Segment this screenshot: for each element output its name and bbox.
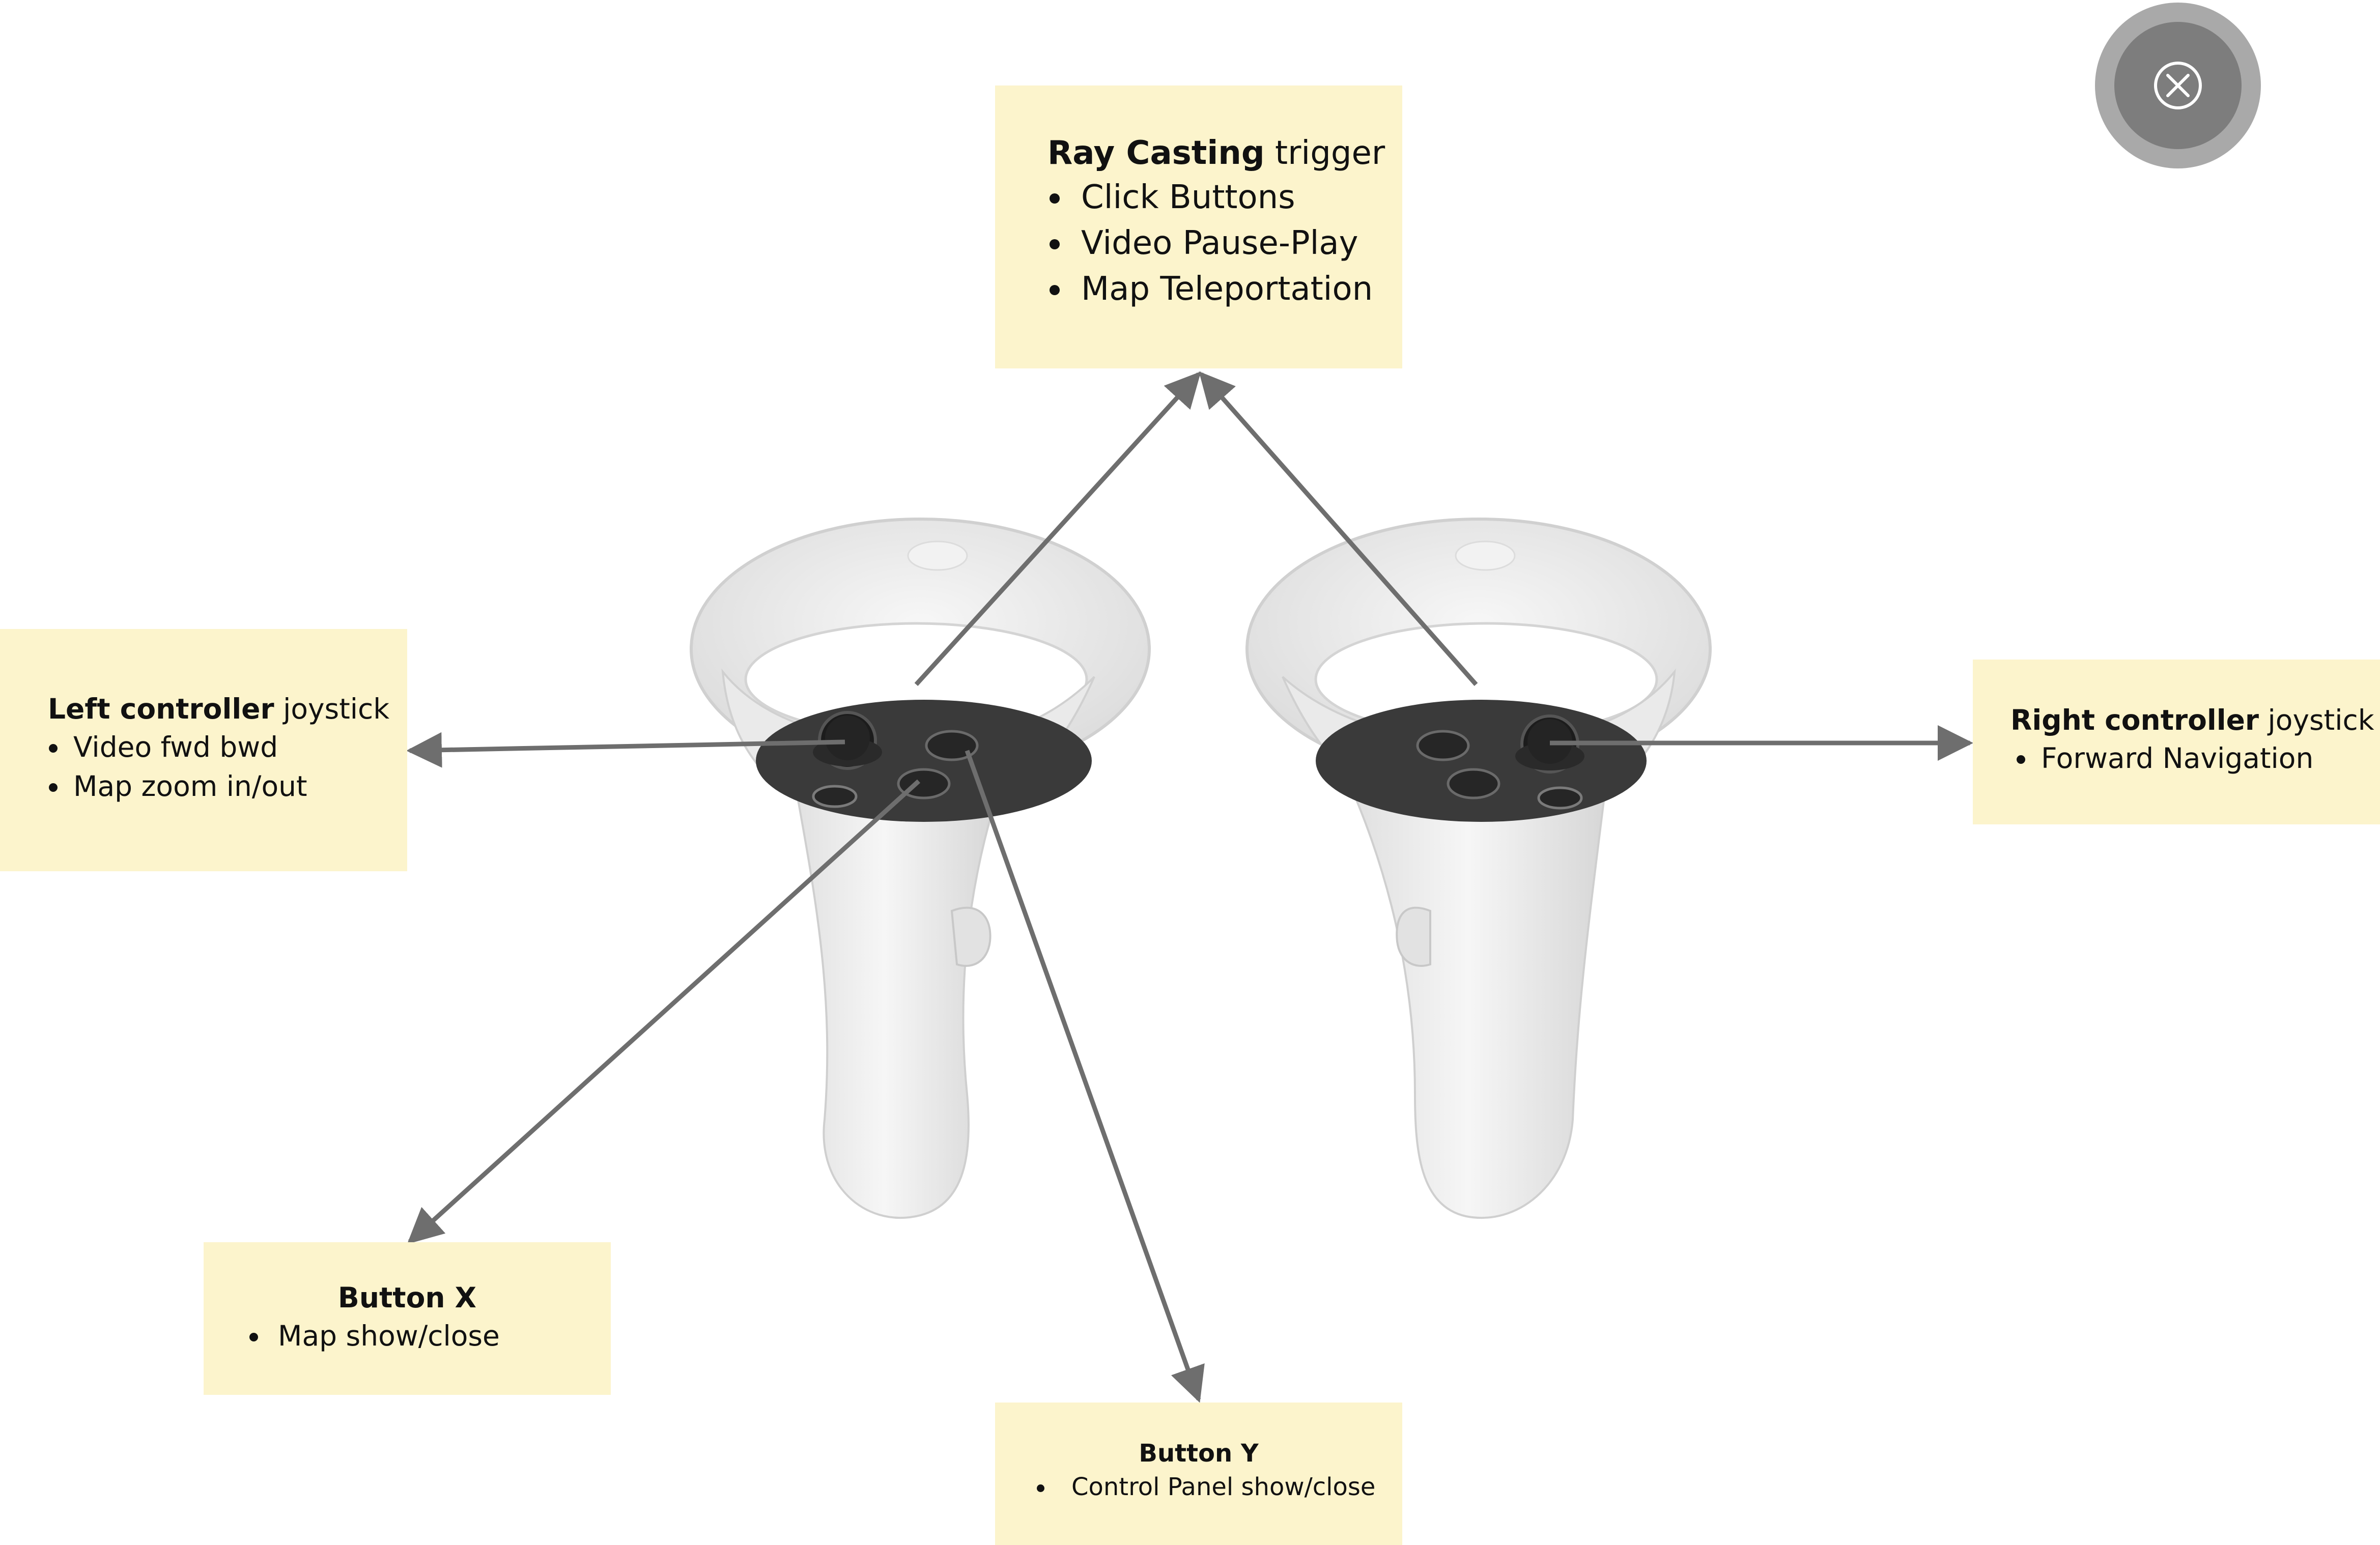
right-controller-handle (1352, 762, 1610, 1219)
list-item: Video Pause-Play (1047, 221, 1402, 267)
list-item: Forward Navigation (2010, 739, 2380, 778)
left-menu-button (812, 785, 858, 808)
right-joystick-title: Right controller joystick (2010, 704, 2374, 736)
ray-casting-title: Ray Casting trigger (1047, 134, 1385, 172)
list-item: Map Teleportation (1047, 267, 1402, 312)
left-controller-grip-button (950, 906, 991, 967)
close-button-inner (2114, 22, 2242, 149)
ray-casting-list: Click Buttons Video Pause-Play Map Telep… (1047, 175, 1402, 312)
right-controller (1245, 518, 1712, 1219)
ray-casting-note: Ray Casting trigger Click Buttons Video … (995, 85, 1402, 368)
arrow-button-y (965, 750, 1205, 1403)
button-x-note: Button X Map show/close (204, 1242, 611, 1395)
list-item: Map show/close (249, 1317, 611, 1356)
list-item: Map zoom in/out (48, 767, 407, 806)
left-controller-handle (790, 762, 999, 1219)
close-circle-icon (2154, 62, 2202, 109)
left-joystick-title: Left controller joystick (48, 693, 390, 725)
button-x-list: Map show/close (204, 1317, 611, 1356)
right-joystick-list: Forward Navigation (2010, 739, 2380, 778)
right-controller-grip-button (1396, 906, 1431, 967)
right-controller-face (1316, 700, 1647, 822)
button-y-note: Button Y Control Panel show/close (995, 1403, 1402, 1545)
arrow-left-joystick (406, 732, 845, 768)
left-joystick-note: Left controller joystick Video fwd bwd M… (0, 629, 407, 871)
callout-arrows (406, 371, 1973, 1403)
close-button[interactable] (2095, 3, 2261, 168)
left-controller-face (756, 700, 1092, 822)
list-item: Control Panel show/close (1037, 1470, 1402, 1504)
right-button-b (1416, 730, 1470, 761)
right-joystick-note: Right controller joystick Forward Naviga… (1973, 660, 2380, 824)
left-button-y (925, 730, 979, 761)
list-item: Video fwd bwd (48, 728, 407, 767)
right-oculus-button (1537, 786, 1583, 810)
left-joystick-list: Video fwd bwd Map zoom in/out (48, 728, 407, 806)
left-controller (690, 518, 1151, 1219)
list-item: Click Buttons (1047, 175, 1402, 221)
right-button-a (1447, 768, 1500, 799)
button-x-title: Button X (337, 1281, 477, 1314)
arrow-right-trigger-to-ray-casting (1199, 371, 1478, 686)
arrow-left-trigger-to-ray-casting (914, 371, 1201, 686)
arrow-button-x (407, 779, 921, 1244)
button-y-title: Button Y (1139, 1439, 1259, 1468)
button-y-list: Control Panel show/close (995, 1470, 1402, 1504)
